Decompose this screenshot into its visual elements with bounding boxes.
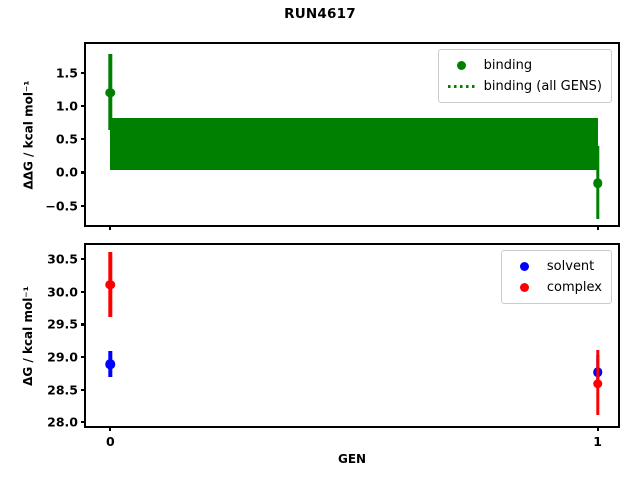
legend-item[interactable]: binding (all GENS) — [446, 76, 602, 97]
legend-label: complex — [546, 280, 602, 295]
y-tick-label: 1.0 — [55, 98, 78, 114]
y-tick-label: 28.0 — [47, 414, 78, 430]
x-tick-mark — [596, 225, 599, 230]
circle-marker-icon — [446, 61, 478, 70]
legend-label: binding (all GENS) — [483, 79, 602, 94]
y-tick-mark — [81, 71, 86, 74]
x-axis-label: GEN — [338, 452, 367, 466]
y-tick-mark — [81, 388, 86, 391]
dotted-line-icon — [446, 85, 478, 88]
top-plot-axes: 1.5 1.0 0.5 0.0 −0.5 binding binding (all GEN… — [45, 42, 620, 230]
bottom-plot-legend[interactable]: solvent complex — [500, 250, 612, 304]
y-tick-mark — [81, 323, 86, 326]
y-tick-mark — [81, 171, 86, 174]
circle-marker-icon — [509, 262, 541, 271]
y-tick-mark — [81, 421, 86, 424]
top-plot-y-axis-label: ΔΔG / kcal mol⁻¹ — [21, 79, 36, 190]
y-tick-label: −0.5 — [45, 198, 78, 214]
x-tick-label: 0 — [106, 434, 115, 449]
y-tick-mark — [81, 258, 86, 261]
x-tick-mark — [109, 225, 112, 230]
legend-label: binding — [483, 58, 533, 73]
y-tick-mark — [81, 355, 86, 359]
y-tick-label: 29.0 — [47, 349, 78, 365]
y-tick-mark — [81, 204, 86, 207]
circle-marker-glyph — [520, 283, 530, 292]
top-plot-area — [86, 44, 618, 225]
x-tick-label: 1 — [593, 434, 602, 449]
data-point-binding[interactable] — [592, 178, 603, 188]
data-point-complex[interactable] — [592, 379, 603, 389]
legend-item[interactable]: binding — [446, 55, 602, 76]
binding-all-gens-band — [110, 117, 598, 171]
y-tick-label: 30.0 — [47, 284, 78, 300]
x-tick-mark — [109, 426, 112, 431]
x-tick-mark — [596, 426, 599, 431]
bottom-plot-axes: 30.5 30.0 29.5 29.0 28.5 28.0 0 1 solvent comple… — [47, 243, 620, 449]
circle-marker-glyph — [457, 61, 467, 70]
legend-item[interactable]: solvent — [509, 256, 602, 277]
top-plot-legend[interactable]: binding binding (all GENS) — [437, 49, 612, 103]
y-tick-label: 1.5 — [55, 65, 78, 81]
y-tick-label: 29.5 — [47, 316, 78, 332]
legend-item[interactable]: complex — [509, 277, 602, 298]
circle-marker-icon — [509, 283, 541, 292]
bottom-plot-y-axis-label: ΔG / kcal mol⁻¹ — [20, 285, 35, 386]
legend-label: solvent — [546, 259, 595, 274]
dotted-line-glyph — [447, 85, 476, 88]
y-tick-label: 30.5 — [47, 251, 78, 267]
data-point-binding[interactable] — [105, 87, 116, 98]
data-point-complex[interactable] — [105, 279, 116, 290]
y-tick-mark — [81, 104, 86, 107]
y-tick-mark — [81, 138, 86, 141]
y-tick-mark — [81, 290, 86, 293]
bottom-plot-area — [86, 245, 618, 426]
circle-marker-glyph — [520, 262, 530, 271]
y-tick-label: 0.0 — [55, 164, 78, 180]
y-tick-label: 0.5 — [55, 131, 78, 147]
y-tick-label: 28.5 — [47, 382, 78, 398]
data-point-solvent[interactable] — [105, 359, 116, 369]
page-title: RUN4617 — [284, 6, 356, 22]
